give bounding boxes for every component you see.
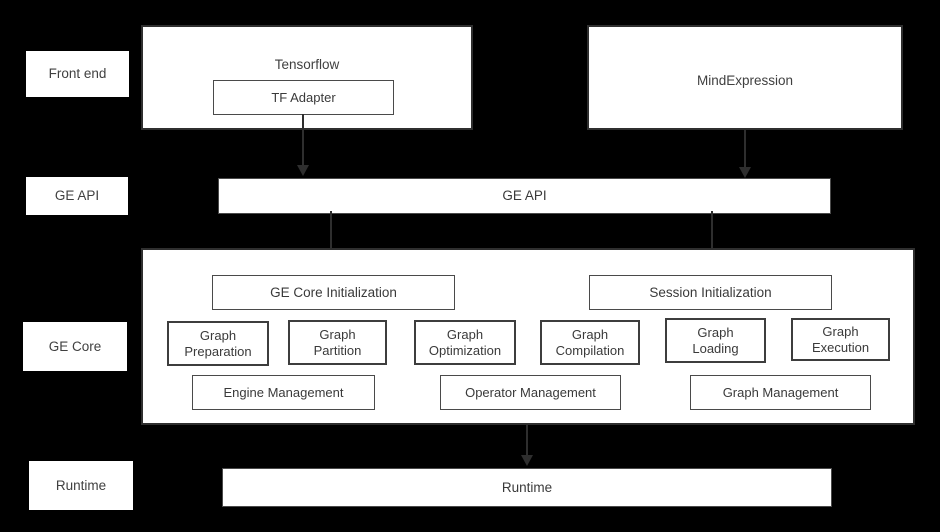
session-initialization-box[interactable]: Session Initialization bbox=[589, 275, 832, 310]
layer-label-front-end: Front end bbox=[26, 51, 129, 97]
arrow-mindexpression-to-ge-api-line bbox=[744, 130, 746, 170]
ge-api-box[interactable]: GE API bbox=[218, 178, 831, 214]
layer-label-ge-core: GE Core bbox=[23, 322, 127, 371]
mindexpression-panel[interactable]: MindExpression bbox=[587, 25, 903, 130]
arrow-ge-core-to-runtime-head bbox=[521, 455, 533, 466]
layer-label-runtime: Runtime bbox=[29, 461, 133, 510]
arrow-mindexpression-to-ge-api-head bbox=[739, 167, 751, 178]
operator-management-box[interactable]: Operator Management bbox=[440, 375, 621, 410]
graph-loading-box[interactable]: Graph Loading bbox=[665, 318, 766, 363]
arrow-ge-core-to-runtime-line bbox=[526, 425, 528, 457]
arrow-tf-adapter-to-ge-api-line bbox=[302, 114, 304, 168]
arrow-ge-api-to-session-init-line bbox=[711, 211, 713, 263]
graph-compilation-box[interactable]: Graph Compilation bbox=[540, 320, 640, 365]
arrow-tf-adapter-to-ge-api-head bbox=[297, 165, 309, 176]
layer-label-ge-api: GE API bbox=[26, 177, 128, 215]
ge-core-initialization-box[interactable]: GE Core Initialization bbox=[212, 275, 455, 310]
runtime-box[interactable]: Runtime bbox=[222, 468, 832, 507]
graph-optimization-box[interactable]: Graph Optimization bbox=[414, 320, 516, 365]
arrow-ge-api-to-ge-core-init-line bbox=[330, 211, 332, 263]
graph-preparation-box[interactable]: Graph Preparation bbox=[167, 321, 269, 366]
tensorflow-title: Tensorflow bbox=[274, 57, 340, 72]
graph-partition-box[interactable]: Graph Partition bbox=[288, 320, 387, 365]
graph-execution-box[interactable]: Graph Execution bbox=[791, 318, 890, 361]
graph-management-box[interactable]: Graph Management bbox=[690, 375, 871, 410]
mindexpression-title: MindExpression bbox=[696, 73, 794, 88]
engine-management-box[interactable]: Engine Management bbox=[192, 375, 375, 410]
tf-adapter-box[interactable]: TF Adapter bbox=[213, 80, 394, 115]
